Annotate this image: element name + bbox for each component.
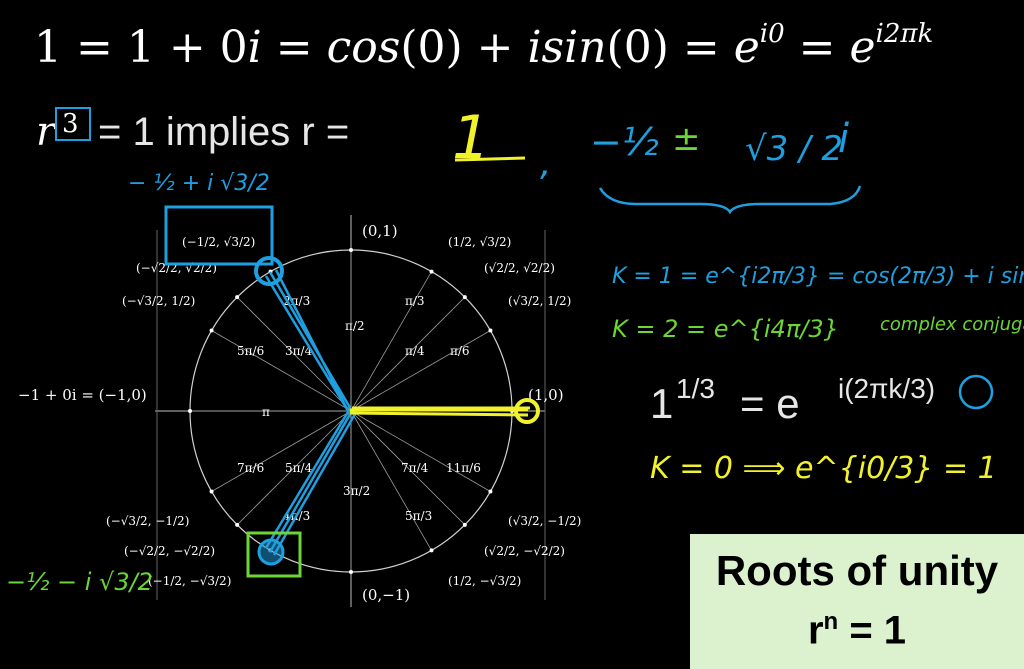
k0-note: K = 0 ⟹ e^{i0/3} = 1 [650, 451, 997, 486]
angle-11pi-6: 11π/6 [446, 461, 481, 475]
circle-point-45 [462, 295, 467, 300]
circle-point-315 [462, 522, 467, 527]
plus-minus-handwritten: ± [672, 119, 701, 159]
angle-ray-300 [350, 410, 432, 551]
circle-point-270 [349, 570, 353, 574]
i-handwritten: i [838, 116, 849, 162]
top-equation: 1 = 1 + 0i = cos(0) + isin(0) = ei0 = ei… [34, 19, 933, 73]
sqrt3-over-2-handwritten: √3 / 2 [745, 129, 843, 169]
angle-ray-315 [350, 410, 466, 526]
coord-left: −1 + 0i = (−1,0) [18, 386, 147, 404]
angle-pi: π [262, 405, 270, 419]
root-one-underline [454, 156, 526, 162]
ray-to-upper-root [264, 269, 354, 415]
angle-7pi-4: 7π/4 [401, 461, 429, 475]
roots-eq-exp: n [823, 608, 839, 635]
circle-point-210 [209, 489, 214, 494]
circle-point-30 [488, 328, 493, 333]
root-one-handwritten: 1 [452, 103, 490, 173]
angle-5pi-3: 5π/3 [405, 509, 432, 523]
top-left-root-circle [254, 256, 284, 286]
angle-7pi-6: 7π/6 [237, 461, 264, 475]
roots-eq-rest: = 1 [838, 608, 907, 653]
coord-q2-3: (−√3/2, 1/2) [122, 294, 195, 308]
implies-text: = 1 implies r = [98, 110, 349, 154]
angle-pi-6: π/6 [450, 344, 470, 358]
bottom-left-root-label: −½ − i √3/2 [6, 568, 153, 596]
coord-right: (1,0) [528, 386, 564, 404]
one-third-exp: 1/3 [676, 373, 715, 404]
circle-point-150 [209, 328, 214, 333]
coord-q3-3: (−1/2, −√3/2) [148, 574, 231, 588]
angle-3pi-4: 3π/4 [285, 344, 313, 358]
angle-5pi-4: 5π/4 [285, 461, 313, 475]
k2-note: K = 2 = e^{i4π/3} [612, 315, 839, 343]
coord-q3-1: (−√3/2, −1/2) [106, 514, 189, 528]
angle-ray-30 [350, 330, 491, 412]
coord-q1-1: (1/2, √3/2) [448, 235, 511, 249]
angle-3pi-2: 3π/2 [343, 484, 370, 498]
cube-exponent: 3 [62, 109, 79, 139]
angle-ray-210 [211, 410, 352, 492]
complex-conjugate-note: complex conjugate [880, 314, 1024, 335]
one-third-rhs-exp: i(2πk/3) [838, 373, 935, 404]
roots-eq-base: r [807, 608, 824, 653]
angle-ray-60 [350, 271, 432, 412]
one-third-base: 1 [650, 380, 673, 427]
circle-point-60 [429, 269, 434, 274]
angle-ray-45 [350, 296, 466, 412]
top-left-root-box [164, 205, 274, 266]
angle-pi-4: π/4 [405, 344, 425, 358]
coord-q4-1: (√3/2, −1/2) [508, 514, 581, 528]
roots-of-unity-box: Roots of unity rn = 1 [690, 534, 1024, 669]
circle-point-225 [235, 522, 240, 527]
angle-pi-3: π/3 [405, 294, 425, 308]
bottom-left-root-circle [257, 538, 285, 566]
coord-q2-1: (−1/2, √3/2) [182, 235, 255, 249]
one-third-rhs: = e [740, 380, 800, 427]
circle-point-180 [188, 409, 192, 413]
circle-point-330 [488, 489, 493, 494]
comma-handwritten: , [540, 143, 551, 184]
angle-ray-135 [236, 296, 352, 412]
r-variable: r [36, 109, 58, 155]
angle-ray-150 [211, 330, 352, 412]
exponent-box [55, 107, 91, 141]
coord-q3-2: (−√2/2, −√2/2) [124, 544, 215, 558]
minus-half-handwritten: −½ [590, 120, 659, 164]
circle-point-90 [349, 248, 353, 252]
angle-5pi-6: 5π/6 [237, 344, 264, 358]
coord-q4-3: (1/2, −√3/2) [448, 574, 521, 588]
circle-point-300 [429, 548, 434, 553]
coord-bottom: (0,−1) [362, 586, 410, 604]
roots-equation: rn = 1 [690, 596, 1024, 656]
coord-q4-2: (√2/2, −√2/2) [484, 544, 565, 558]
ray-to-real-root [349, 406, 530, 417]
denominator-circle [958, 374, 994, 410]
angle-pi-2: π/2 [345, 319, 365, 333]
real-root-circle [514, 398, 540, 424]
roots-title: Roots of unity [715, 547, 999, 594]
coord-q1-2: (√2/2, √2/2) [484, 261, 555, 275]
k1-note: K = 1 = e^{i2π/3} = cos(2π/3) + i sin(2π… [612, 264, 1024, 289]
circle-point-135 [235, 295, 240, 300]
brace-handwritten [598, 185, 862, 215]
top-left-root-label: − ½ + i √3/2 [128, 171, 270, 196]
bottom-left-root-box [246, 531, 302, 578]
coord-top: (0,1) [362, 222, 398, 240]
coord-q1-3: (√3/2, 1/2) [508, 294, 571, 308]
angle-ray-225 [236, 410, 352, 526]
unit-circle-diagram: (0,1) (0,−1) −1 + 0i = (−1,0) (1,0) π/2 … [18, 215, 581, 607]
angle-ray-330 [350, 410, 491, 492]
